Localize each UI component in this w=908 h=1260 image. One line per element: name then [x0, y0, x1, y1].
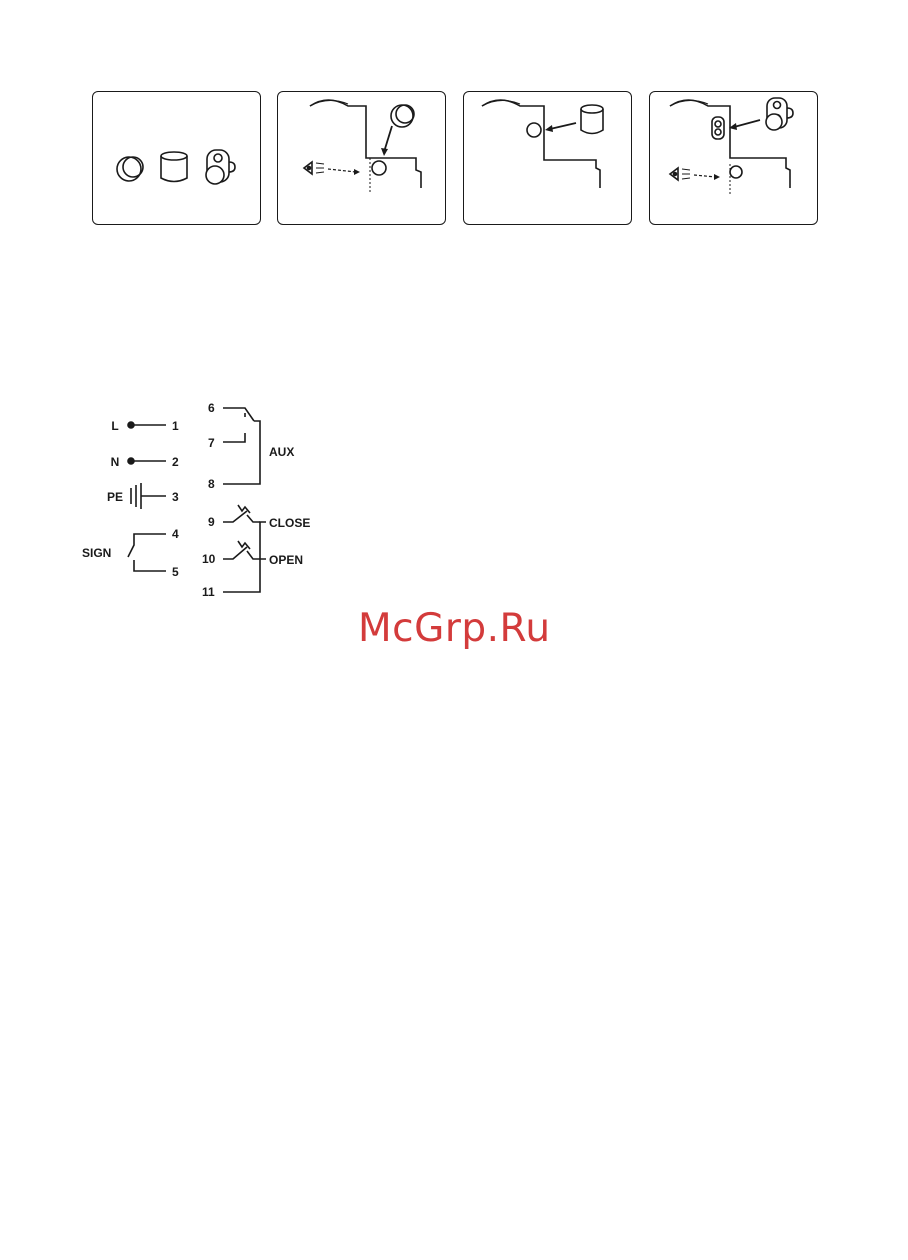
- watermark-text: McGrp.Ru: [358, 606, 551, 651]
- terminal-5: 5: [172, 565, 179, 579]
- terminal-7: 7: [208, 436, 215, 450]
- insert-arrow: [734, 120, 760, 127]
- step-insert-seal-panel: [277, 91, 446, 225]
- terminal-10: 10: [202, 552, 216, 566]
- mounting-knob-icon: [206, 150, 235, 184]
- terminal-1: 1: [172, 419, 179, 433]
- close-button-contact: [223, 505, 260, 522]
- opening-circle: [527, 123, 541, 137]
- terminal-2: 2: [172, 455, 179, 469]
- label-CLOSE: CLOSE: [269, 516, 310, 530]
- insert-arrow: [550, 123, 576, 129]
- common-line: [223, 522, 266, 592]
- open-button-contact: [223, 541, 260, 559]
- terminal-4: 4: [172, 527, 179, 541]
- terminal-8: 8: [208, 477, 215, 491]
- terminal-6: 6: [208, 401, 215, 415]
- housing-outline: [310, 100, 421, 188]
- mounting-knob-icon: [766, 98, 793, 130]
- eye-icon: [670, 168, 678, 180]
- terminal-3: 3: [172, 490, 179, 504]
- sign-switch: [128, 534, 166, 571]
- aux-contacts: [223, 408, 260, 484]
- eye-icon: [304, 162, 312, 174]
- label-PE: PE: [107, 490, 123, 504]
- insert-arrow: [384, 126, 392, 152]
- wiring-diagram: L 1 N 2 PE 3 SIGN 4 5 6 7 8 AUX 9 10 11 …: [78, 395, 338, 610]
- housing-outline: [482, 100, 600, 188]
- knob-slot: [712, 117, 724, 139]
- label-SIGN: SIGN: [82, 546, 111, 560]
- label-L: L: [111, 419, 118, 433]
- label-N: N: [111, 455, 120, 469]
- ground-symbol: [131, 483, 141, 509]
- cylinder-cap-icon: [161, 152, 187, 182]
- parts-panel: [92, 91, 261, 225]
- cylinder-cap-icon: [581, 105, 603, 134]
- label-AUX: AUX: [269, 445, 294, 459]
- opening-circle: [730, 166, 742, 178]
- terminal-11: 11: [202, 585, 215, 599]
- label-OPEN: OPEN: [269, 553, 303, 567]
- opening-circle: [372, 161, 386, 175]
- step-insert-cylinder-panel: [463, 91, 632, 225]
- double-ring-seal-icon: [117, 157, 143, 181]
- double-ring-seal-icon: [391, 105, 414, 127]
- terminal-9: 9: [208, 515, 215, 529]
- step-mount-knob-panel: [649, 91, 818, 225]
